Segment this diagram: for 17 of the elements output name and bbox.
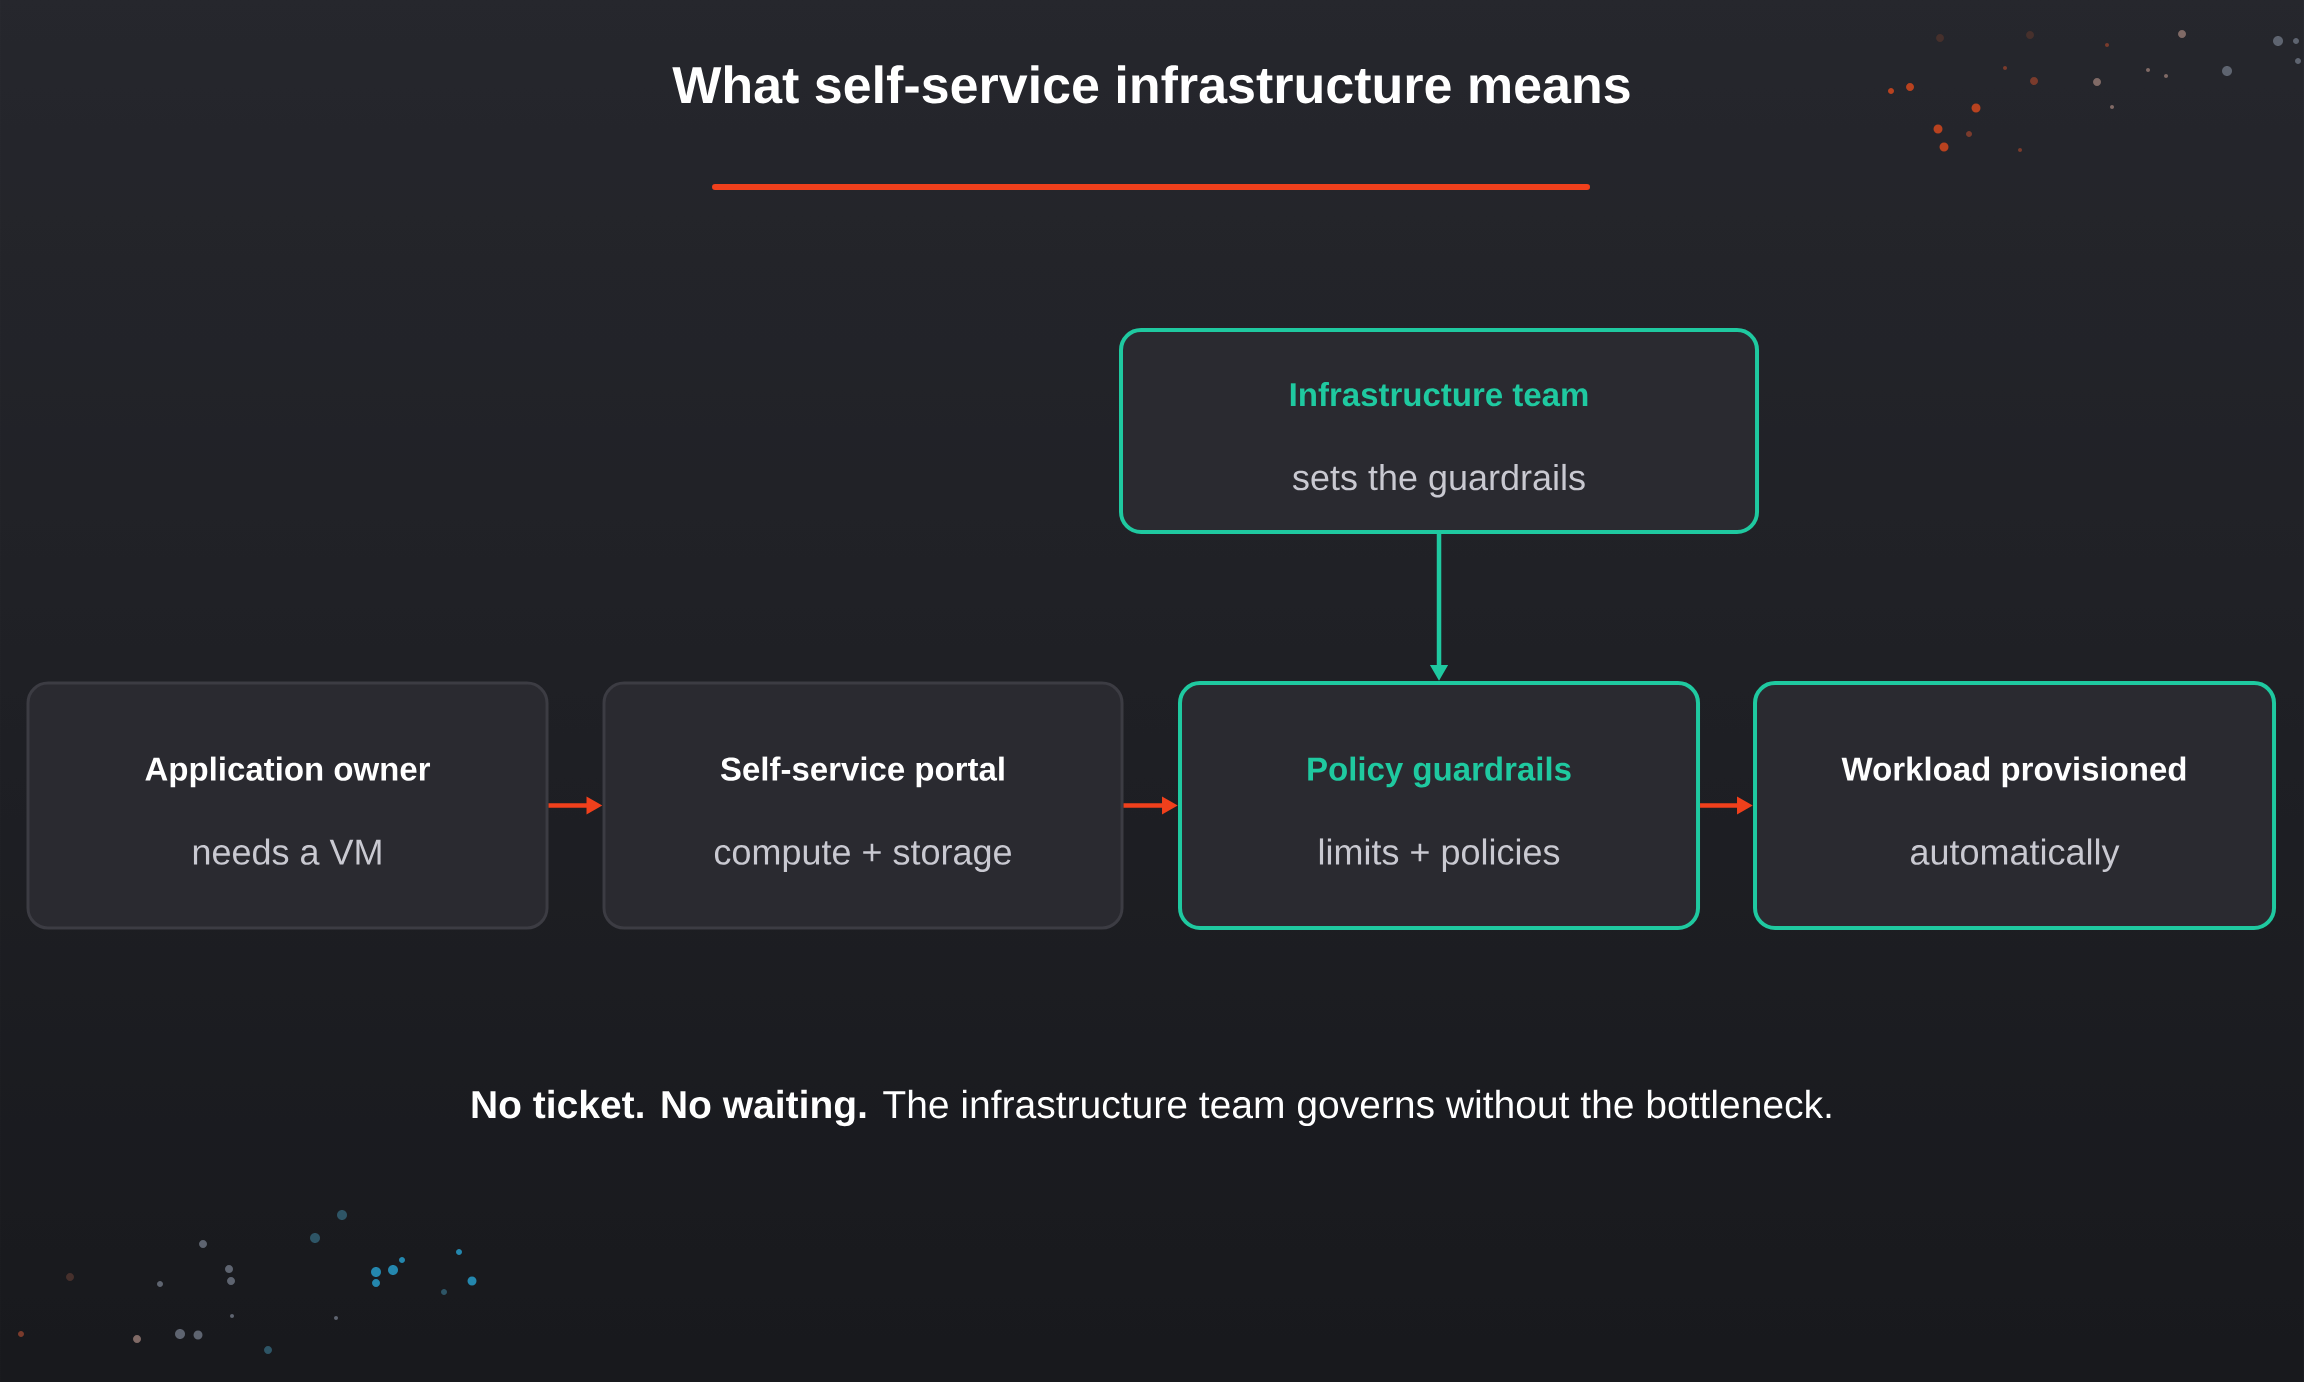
- box-text: sets the guardrails: [1292, 463, 1585, 498]
- box-text: needs a VM: [193, 838, 381, 865]
- box-text: compute + storage: [714, 841, 1011, 872]
- box-text: automatically: [1911, 838, 2120, 872]
- title: What self-service infrastructure means: [672, 65, 1630, 104]
- box-heading: Workload provisioned: [1841, 756, 2186, 788]
- process-box: [602, 681, 1124, 930]
- process-box: [26, 681, 549, 930]
- box-heading: Application owner: [145, 756, 430, 788]
- box-text: limits + policies: [1319, 838, 1560, 872]
- process-box: [1753, 681, 2277, 930]
- process-box: [1119, 328, 1759, 534]
- box-heading: Self-service portal: [720, 756, 1004, 788]
- process-box: [1178, 681, 1700, 930]
- caption: No ticket. No waiting. The infrastructure team governs without the bottleneck.: [472, 1089, 1831, 1127]
- box-heading: Infrastructure team: [1290, 382, 1588, 407]
- box-heading: Policy guardrails: [1308, 756, 1571, 788]
